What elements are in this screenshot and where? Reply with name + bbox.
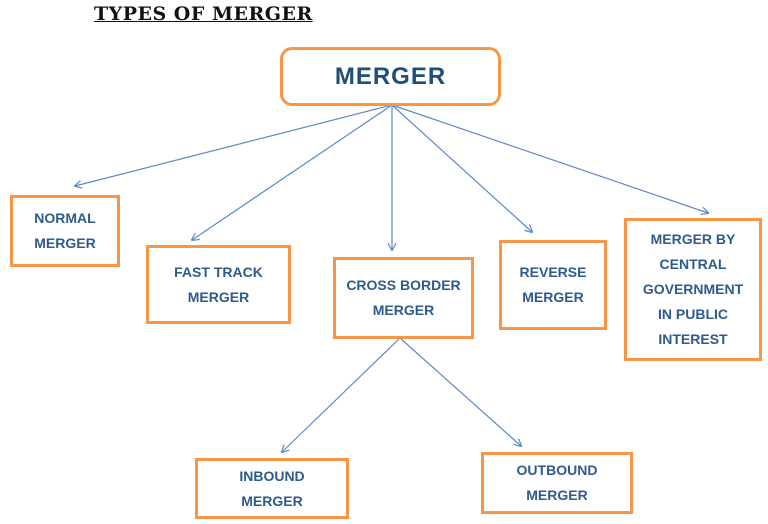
node-line: INBOUND — [239, 467, 305, 484]
node-inbound-merger: INBOUND MERGER — [195, 458, 349, 519]
node-line: CROSS BORDER — [346, 277, 461, 293]
root-node-merger: MERGER — [280, 47, 501, 106]
node-cross-border-merger: CROSS BORDER MERGER — [333, 257, 474, 339]
node-line: OUTBOUND — [516, 462, 598, 478]
node-line: GOVERNMENT — [642, 281, 744, 297]
node-line: MERGER — [522, 289, 584, 305]
arrow-to-reverse-merger — [391, 104, 532, 232]
node-line: MERGER — [241, 492, 303, 509]
arrow-to-normal-merger — [75, 104, 393, 186]
node-reverse-merger: REVERSE MERGER — [499, 240, 607, 330]
node-line: NORMAL — [34, 210, 96, 226]
node-line: MERGER — [187, 288, 250, 305]
arrow-to-inbound-merger — [282, 337, 401, 452]
node-line: MERGER BY — [650, 231, 736, 247]
node-line: MERGER — [34, 235, 96, 251]
node-line: FAST TRACK — [174, 263, 263, 280]
node-outbound-merger: OUTBOUND MERGER — [481, 452, 633, 514]
node-line: MERGER — [526, 487, 588, 503]
node-fast-track-merger: FAST TRACK MERGER — [146, 245, 291, 324]
node-normal-merger: NORMAL MERGER — [10, 195, 120, 267]
node-central-government-merger: MERGER BY CENTRAL GOVERNMENT IN PUBLIC I… — [624, 218, 762, 361]
arrow-to-outbound-merger — [399, 337, 521, 446]
node-line: INTEREST — [658, 331, 728, 347]
diagram-title: TYPES OF MERGER — [94, 3, 313, 25]
node-line: MERGER — [372, 302, 435, 318]
node-line: REVERSE — [519, 264, 587, 280]
arrow-to-central-govt-merger — [391, 104, 708, 213]
arrow-to-fast-track-merger — [192, 104, 393, 240]
root-label: MERGER — [334, 63, 447, 90]
node-line: CENTRAL — [659, 256, 727, 272]
node-line: IN PUBLIC — [658, 306, 728, 322]
